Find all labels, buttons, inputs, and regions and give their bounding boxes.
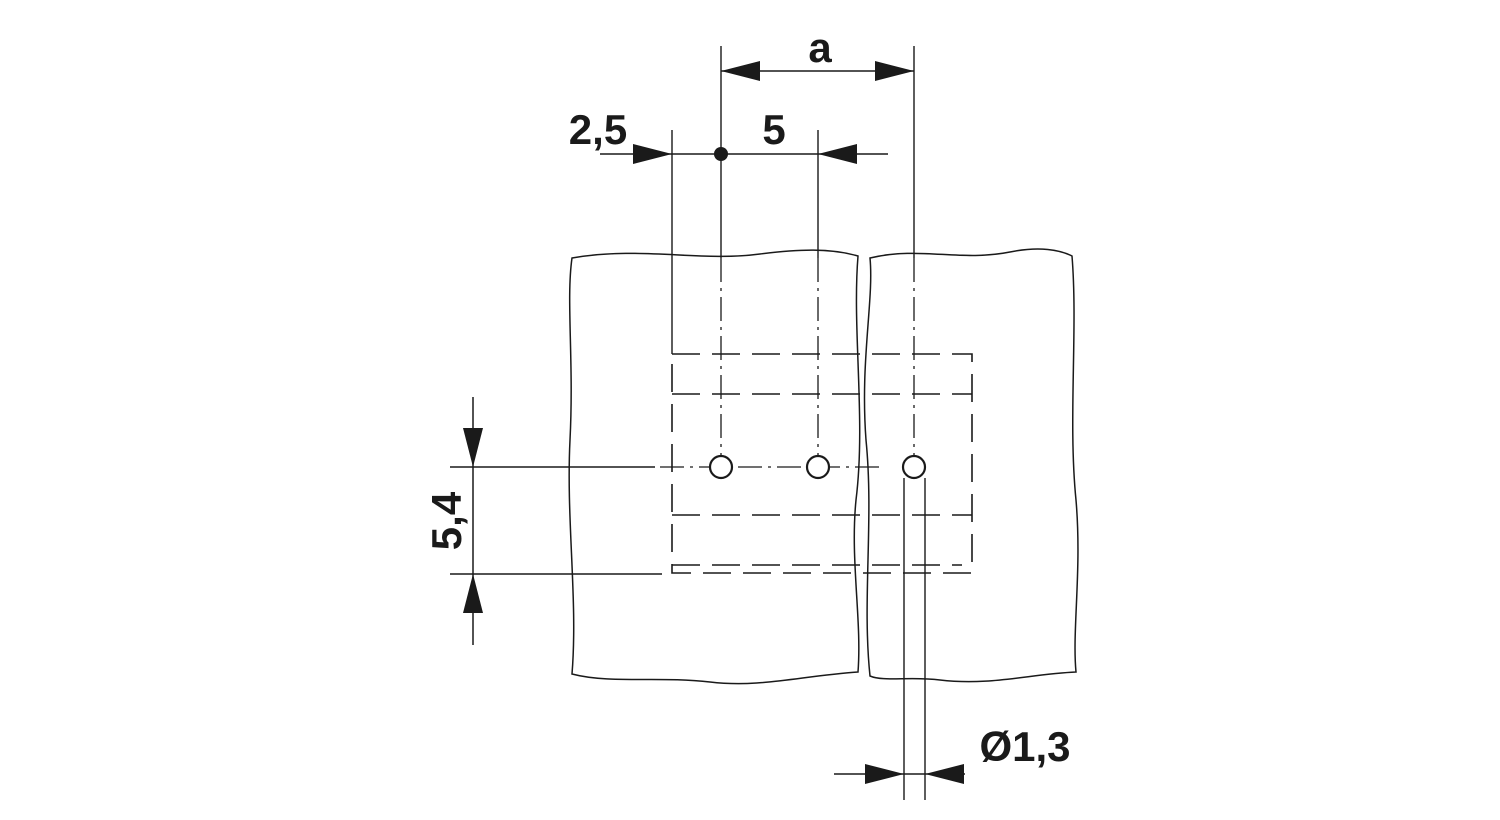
board-right	[863, 248, 1079, 683]
dimension-hole-diameter-label: Ø1,3	[979, 723, 1070, 770]
connector-outline	[671, 353, 973, 574]
dimension-row-spacing: 5,4	[423, 397, 483, 645]
dimension-a: a	[721, 24, 914, 81]
board-left	[568, 249, 861, 685]
dimension-half-pitch-label: 2,5	[569, 106, 627, 153]
dimension-a-label: a	[808, 24, 832, 71]
dimension-pitch: 2,5 5	[569, 106, 888, 164]
pin-centerlines	[660, 258, 915, 470]
pin-hole-2	[805, 454, 831, 480]
dimension-hole-diameter: Ø1,3	[834, 723, 1071, 784]
pin-hole-1	[708, 454, 734, 480]
pin-hole-3	[901, 454, 927, 480]
extension-lines	[450, 46, 926, 800]
dimension-pitch-label: 5	[762, 106, 785, 153]
dimension-row-spacing-label: 5,4	[423, 491, 470, 550]
